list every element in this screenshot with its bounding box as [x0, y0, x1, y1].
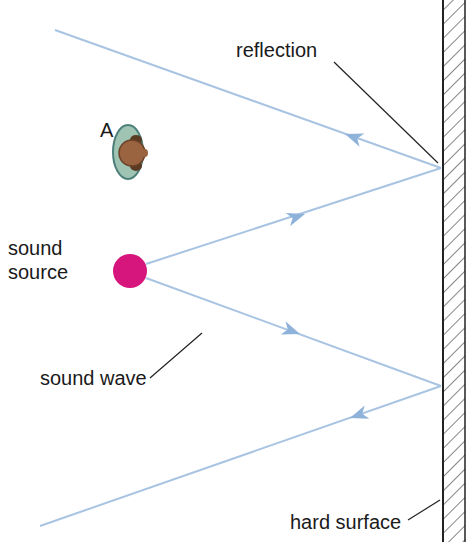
incident-ray	[146, 278, 441, 386]
reflection-label: reflection	[236, 38, 346, 62]
reflected-ray	[40, 386, 441, 526]
source-label: sound source	[8, 236, 88, 284]
wave-label: sound wave	[40, 366, 160, 390]
arrowhead	[281, 321, 303, 340]
person-figure	[113, 125, 148, 179]
wall-hatching	[443, 0, 465, 542]
leader-line	[150, 333, 202, 378]
arrowhead	[348, 405, 370, 424]
wall-line	[442, 0, 444, 542]
sound-source-dot	[113, 254, 147, 288]
arrowhead	[343, 127, 365, 146]
surface-label: hard surface	[290, 510, 410, 534]
arrowhead	[286, 207, 307, 226]
leader-line	[408, 500, 440, 520]
leader-line	[334, 62, 438, 163]
person-label: A	[100, 118, 124, 142]
wall-edge	[464, 0, 466, 542]
incident-ray	[146, 168, 441, 264]
